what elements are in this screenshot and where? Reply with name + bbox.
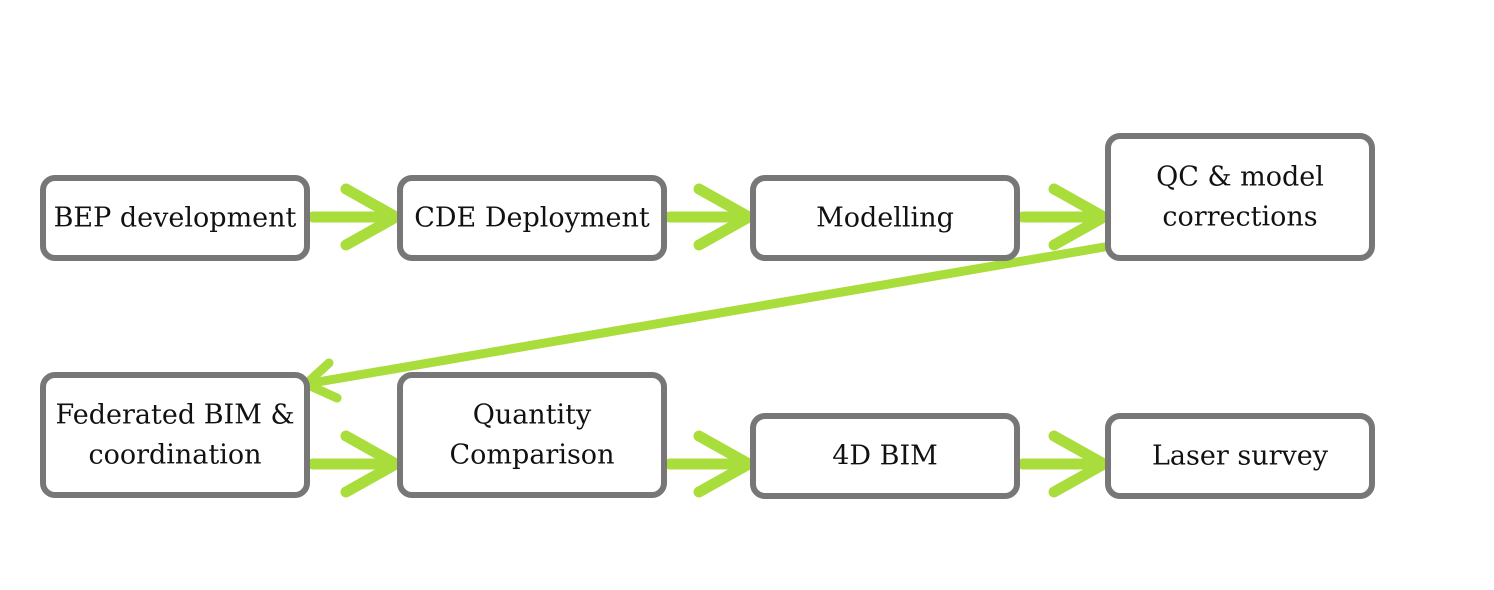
step-box-frame <box>397 372 667 498</box>
step-box-federated: Federated BIM & coordination <box>40 372 310 498</box>
step-box-frame <box>397 175 667 261</box>
arrow-head <box>340 430 402 498</box>
step-box-frame <box>1105 133 1375 261</box>
arrows-layer <box>301 183 1121 498</box>
step-box-laser: Laser survey <box>1105 413 1375 499</box>
step-label: Modelling <box>816 203 954 234</box>
step-box-qc: QC & model corrections <box>1105 133 1375 261</box>
arrow-head <box>340 183 402 251</box>
step-box-cde: CDE Deployment <box>397 175 667 261</box>
step-label: BEP development <box>54 203 297 234</box>
arrow-quantity-to-bim4d <box>664 430 755 498</box>
arrow-bep-to-cde <box>307 183 402 251</box>
arrow-head <box>693 183 755 251</box>
arrow-head <box>693 430 755 498</box>
arrow-shaft <box>301 240 1121 389</box>
step-box-modelling: Modelling <box>750 175 1020 261</box>
step-box-frame <box>40 175 310 261</box>
step-label: Quantity <box>473 400 592 431</box>
step-label: CDE Deployment <box>414 203 650 234</box>
arrow-head <box>1048 430 1110 498</box>
boxes-layer: BEP development CDE Deployment Modelling QC… <box>40 133 1375 499</box>
step-box-frame <box>40 372 310 498</box>
step-label: QC & model <box>1156 162 1324 193</box>
step-label: Comparison <box>450 440 615 471</box>
step-label: Laser survey <box>1152 441 1329 472</box>
step-box-frame <box>1105 413 1375 499</box>
step-box-bep: BEP development <box>40 175 310 261</box>
step-box-frame <box>750 175 1020 261</box>
arrow-bim4d-to-laser <box>1017 430 1110 498</box>
arrow-federated-to-quantity <box>307 430 402 498</box>
step-label: Federated BIM & <box>56 400 295 431</box>
step-box-bim4d: 4D BIM <box>750 413 1020 499</box>
step-label: coordination <box>88 440 261 471</box>
step-box-frame <box>750 413 1020 499</box>
arrow-cde-to-modelling <box>664 183 755 251</box>
arrow-head <box>1048 183 1110 251</box>
arrow-modelling-to-qc <box>1017 183 1110 251</box>
step-label: corrections <box>1162 202 1317 233</box>
step-label: 4D BIM <box>832 441 938 472</box>
